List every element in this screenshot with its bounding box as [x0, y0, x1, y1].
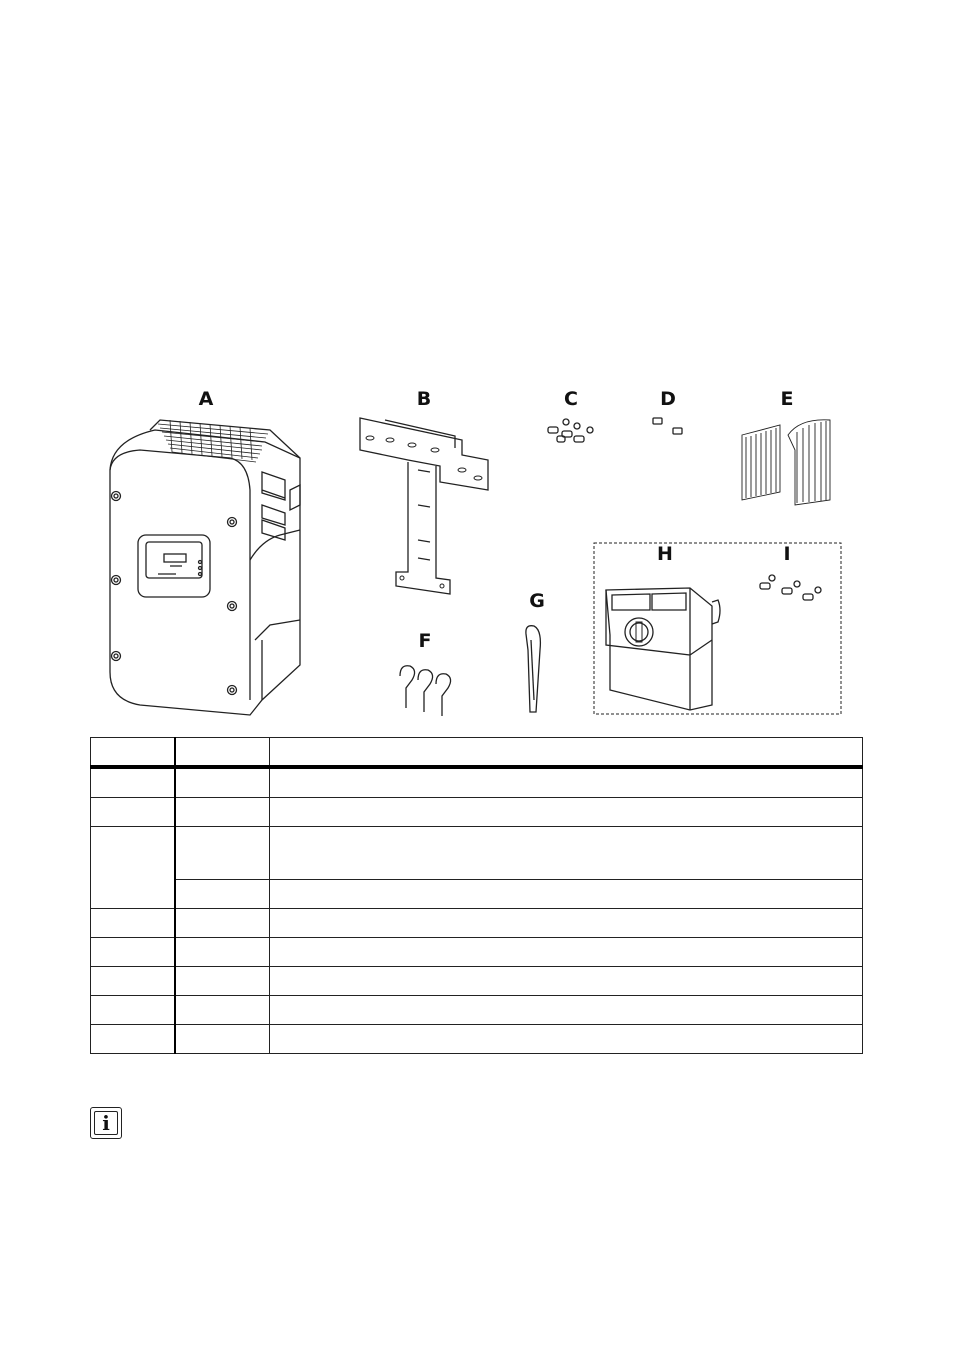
table-cell: [174, 1024, 270, 1054]
screws-i-drawing: [759, 574, 822, 601]
dc-switch-group-box: [593, 542, 842, 715]
tool-g-drawing: [525, 625, 542, 713]
table-cell: [90, 826, 176, 909]
table-cell: [174, 879, 270, 909]
table-row: [90, 966, 863, 996]
table-cell: [90, 995, 176, 1025]
header-number: [174, 737, 270, 769]
part-label-g: G: [529, 590, 545, 612]
header-designation: [269, 737, 863, 769]
table-header-row: [90, 737, 863, 769]
table-cell: [90, 1024, 176, 1054]
parts-table: [90, 737, 863, 1054]
table-cell: [90, 937, 176, 967]
table-row: [90, 937, 863, 967]
screws-c-drawing: [547, 418, 594, 443]
part-label-i: I: [783, 543, 791, 565]
covers-e-drawing: [741, 419, 831, 506]
table-cell: [90, 966, 176, 996]
inverter-drawing: [109, 419, 301, 716]
table-cell: [269, 908, 863, 938]
table-cell: [174, 937, 270, 967]
part-label-a: A: [198, 388, 214, 410]
table-cell: [174, 826, 270, 880]
part-label-h: H: [657, 543, 673, 565]
part-label-f: F: [418, 630, 432, 652]
table-cell: [174, 966, 270, 996]
table-cell: [269, 937, 863, 967]
part-label-e: E: [780, 388, 794, 410]
table-row: [91, 879, 863, 909]
part-label-b: B: [416, 388, 432, 410]
table-cell: [269, 1024, 863, 1054]
clamps-f-drawing: [399, 665, 452, 716]
table-cell: [90, 766, 176, 798]
table-cell: [269, 766, 863, 798]
table-row: [90, 826, 863, 909]
table-cell: [269, 995, 863, 1025]
info-glyph: i: [102, 1111, 110, 1135]
dc-switch-h-drawing: [605, 587, 721, 711]
table-row: [90, 995, 863, 1025]
table-cell: [90, 908, 176, 938]
table-cell: [90, 797, 176, 827]
table-cell: [174, 797, 270, 827]
table-cell: [174, 766, 270, 798]
part-label-c: C: [564, 388, 578, 410]
table-row: [90, 1024, 863, 1054]
table-cell: [174, 995, 270, 1025]
table-cell: [269, 879, 863, 909]
parts-d-drawing: [652, 417, 683, 435]
info-icon: i: [90, 1107, 122, 1139]
table-cell: [269, 797, 863, 827]
wall-bracket-drawing: [359, 417, 489, 595]
table-cell: [269, 966, 863, 996]
table-row: [90, 908, 863, 938]
header-position: [90, 737, 176, 769]
table-cell: [269, 826, 863, 880]
table-cell: [174, 908, 270, 938]
part-label-d: D: [660, 388, 676, 410]
table-row: [90, 797, 863, 827]
table-row: [90, 766, 863, 798]
